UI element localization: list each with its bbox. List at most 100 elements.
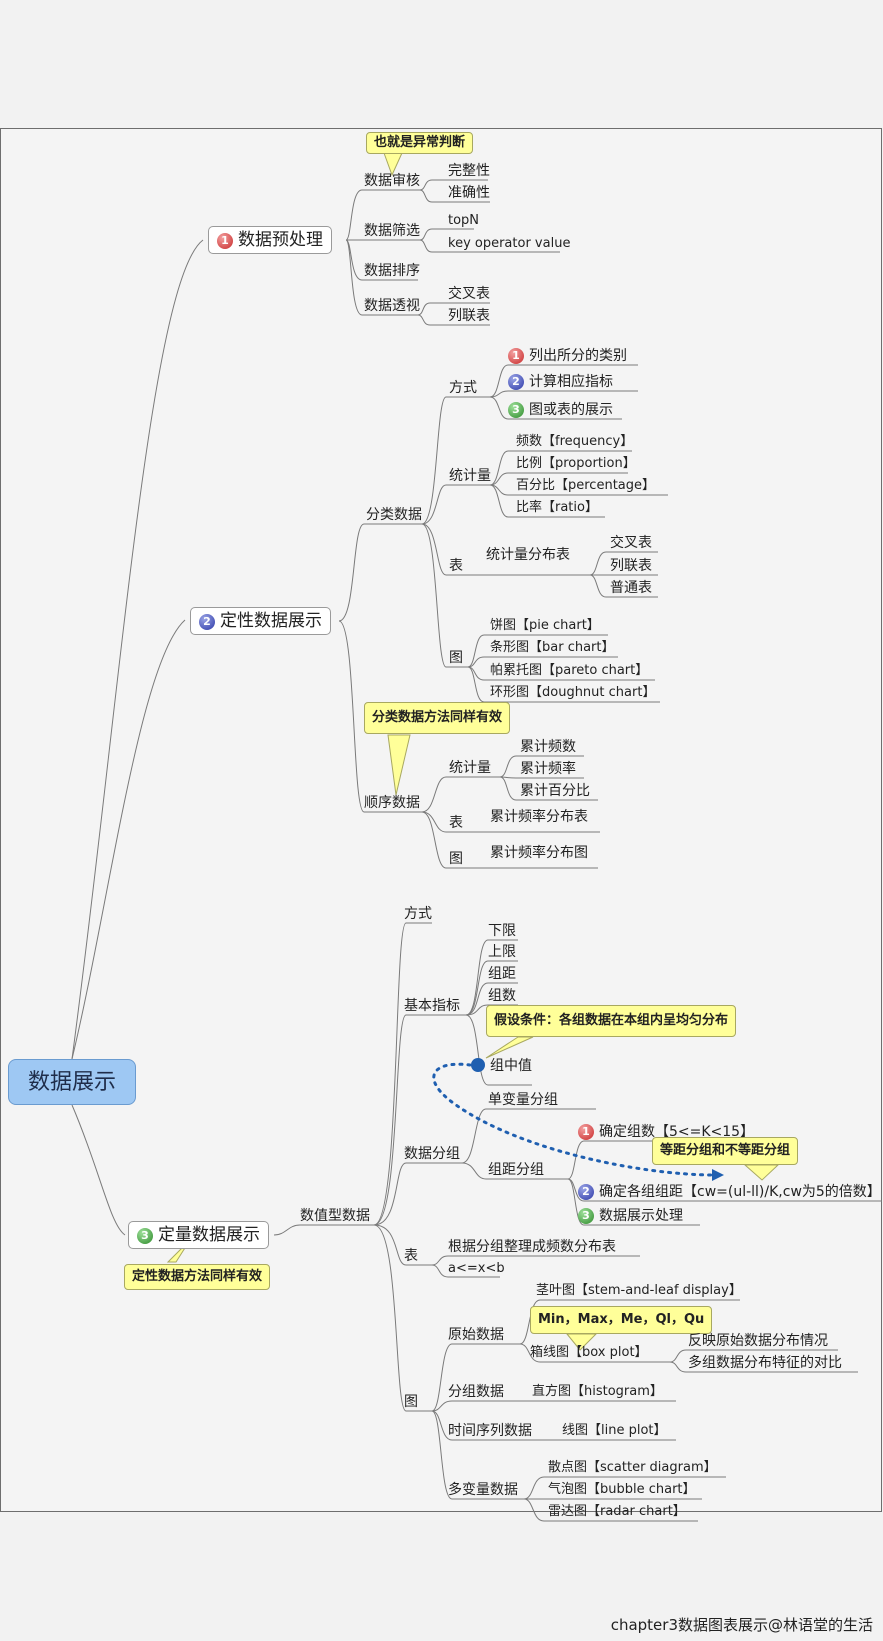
node-ordinal[interactable]: 顺序数据 — [364, 795, 420, 811]
branch-data-preprocessing[interactable]: 1 数据预处理 — [208, 226, 332, 254]
node-pareto-chart[interactable]: 帕累托图【pareto chart】 — [490, 663, 649, 678]
node-numeric-chart[interactable]: 图 — [404, 1394, 418, 1410]
node-topn[interactable]: topN — [448, 213, 480, 228]
node-audit[interactable]: 数据审核 — [364, 173, 420, 189]
node-bubble[interactable]: 气泡图【bubble chart】 — [548, 1482, 696, 1497]
node-doughnut-chart[interactable]: 环形图【doughnut chart】 — [490, 685, 656, 700]
node-crosstab[interactable]: 交叉表 — [448, 286, 490, 302]
node-categorical[interactable]: 分类数据 — [366, 507, 422, 523]
node-interval-rule[interactable]: a<=x<b — [448, 1261, 505, 1276]
node-raw-distribution[interactable]: 反映原始数据分布情况 — [688, 1333, 828, 1349]
node-proportion[interactable]: 比例【proportion】 — [516, 456, 636, 471]
node-box-plot[interactable]: 箱线图【box plot】 — [530, 1345, 648, 1360]
priority-3-icon: 3 — [578, 1208, 594, 1224]
node-step-1[interactable]: 1 确定组数【5<=K<15】 — [578, 1123, 754, 1141]
node-upper-limit[interactable]: 上限 — [488, 944, 516, 960]
node-ratio[interactable]: 比率【ratio】 — [516, 500, 598, 515]
branch-quantitative-display[interactable]: 3 定量数据展示 — [128, 1221, 269, 1249]
node-plain-table[interactable]: 普通表 — [610, 580, 652, 596]
node-ordinal-stats[interactable]: 统计量 — [449, 760, 491, 776]
node-method[interactable]: 方式 — [449, 380, 477, 396]
node-stats-table[interactable]: 统计量分布表 — [486, 547, 570, 563]
node-ordinal-chart[interactable]: 图 — [449, 851, 463, 867]
node-multivariate[interactable]: 多变量数据 — [448, 1482, 518, 1498]
node-bar-chart[interactable]: 条形图【bar chart】 — [490, 640, 615, 655]
node-numeric[interactable]: 数值型数据 — [300, 1208, 370, 1224]
node-contingency-2[interactable]: 列联表 — [610, 558, 652, 574]
label: 数据展示处理 — [599, 1208, 683, 1224]
node-percentage[interactable]: 百分比【percentage】 — [516, 478, 656, 493]
node-class-count[interactable]: 组数 — [488, 988, 516, 1004]
node-radar[interactable]: 雷达图【radar chart】 — [548, 1504, 686, 1519]
branch-title: 定性数据展示 — [220, 611, 322, 631]
label: 确定各组组距【cw=(ul-ll)/K,cw为5的倍数】 — [599, 1184, 881, 1200]
node-single-value-grouping[interactable]: 单变量分组 — [488, 1092, 558, 1108]
node-group-compare[interactable]: 多组数据分布特征的对比 — [688, 1355, 842, 1371]
node-raw-data[interactable]: 原始数据 — [448, 1327, 504, 1343]
node-lower-limit[interactable]: 下限 — [488, 923, 516, 939]
node-line-plot[interactable]: 线图【line plot】 — [562, 1423, 667, 1438]
node-sort[interactable]: 数据排序 — [364, 263, 420, 279]
node-cum-rate[interactable]: 累计频率 — [520, 761, 576, 777]
priority-2-icon: 2 — [578, 1184, 594, 1200]
priority-1-icon: 1 — [578, 1124, 594, 1140]
note-qualitative-valid: 定性数据方法同样有效 — [124, 1264, 271, 1290]
node-histogram[interactable]: 直方图【histogram】 — [532, 1384, 663, 1399]
node-ordinal-table[interactable]: 表 — [449, 815, 463, 831]
node-scatter[interactable]: 散点图【scatter diagram】 — [548, 1460, 717, 1475]
note-anomaly: 也就是异常判断 — [366, 132, 474, 154]
label: 列出所分的类别 — [529, 348, 627, 364]
node-accuracy[interactable]: 准确性 — [448, 185, 490, 201]
node-stats[interactable]: 统计量 — [449, 468, 491, 484]
node-step-2[interactable]: 2 确定各组组距【cw=(ul-ll)/K,cw为5的倍数】 — [578, 1183, 881, 1201]
node-chart[interactable]: 图 — [449, 650, 463, 666]
node-crosstab-2[interactable]: 交叉表 — [610, 535, 652, 551]
node-cum-percent[interactable]: 累计百分比 — [520, 783, 590, 799]
node-cum-frequency[interactable]: 累计频数 — [520, 739, 576, 755]
branch-title: 数据预处理 — [238, 230, 323, 250]
node-key-operator[interactable]: key operator value — [448, 236, 571, 251]
node-cum-rate-chart[interactable]: 累计频率分布图 — [490, 845, 588, 861]
node-pivot[interactable]: 数据透视 — [364, 298, 420, 314]
node-step-3[interactable]: 3 数据展示处理 — [578, 1207, 683, 1225]
priority-2-icon: 2 — [508, 374, 524, 390]
node-class-width[interactable]: 组距 — [488, 966, 516, 982]
node-grouping[interactable]: 数据分组 — [404, 1146, 460, 1162]
node-interval-grouping[interactable]: 组距分组 — [488, 1162, 544, 1178]
node-stem-leaf[interactable]: 茎叶图【stem-and-leaf display】 — [536, 1283, 742, 1298]
note-uniform-assumption: 假设条件：各组数据在本组内呈均匀分布 — [486, 1005, 737, 1037]
note-five-number: Min，Max，Me，Ql，Qu — [530, 1306, 713, 1334]
node-frequency-table[interactable]: 根据分组整理成频数分布表 — [448, 1239, 616, 1255]
node-grouped-data[interactable]: 分组数据 — [448, 1384, 504, 1400]
node-class-midpoint[interactable]: 组中值 — [490, 1058, 532, 1074]
priority-1-icon: 1 — [508, 348, 524, 364]
label: 确定组数【5<=K<15】 — [599, 1124, 755, 1140]
branch-qualitative-display[interactable]: 2 定性数据展示 — [190, 607, 331, 635]
node-filter[interactable]: 数据筛选 — [364, 223, 420, 239]
node-numeric-table[interactable]: 表 — [404, 1248, 418, 1264]
node-basic-indicators[interactable]: 基本指标 — [404, 998, 460, 1014]
label: 计算相应指标 — [529, 374, 613, 390]
node-method-3[interactable]: 3 图或表的展示 — [508, 401, 613, 419]
root-node[interactable]: 数据展示 — [8, 1059, 136, 1105]
footer-caption: chapter3数据图表展示@林语堂的生活 — [610, 1616, 873, 1634]
node-cum-rate-table[interactable]: 累计频率分布表 — [490, 809, 588, 825]
label: 图或表的展示 — [529, 402, 613, 418]
node-contingency[interactable]: 列联表 — [448, 308, 490, 324]
priority-3-icon: 3 — [508, 402, 524, 418]
node-method-2[interactable]: 2 计算相应指标 — [508, 373, 613, 391]
note-categorical-valid: 分类数据方法同样有效 — [364, 702, 511, 734]
node-time-series[interactable]: 时间序列数据 — [448, 1423, 532, 1439]
node-method-1[interactable]: 1 列出所分的类别 — [508, 347, 627, 365]
node-pie-chart[interactable]: 饼图【pie chart】 — [490, 618, 600, 633]
node-frequency[interactable]: 频数【frequency】 — [516, 434, 634, 449]
node-completeness[interactable]: 完整性 — [448, 163, 490, 179]
priority-3-icon: 3 — [137, 1228, 153, 1244]
priority-1-icon: 1 — [217, 233, 233, 249]
branch-title: 定量数据展示 — [158, 1225, 260, 1245]
node-table[interactable]: 表 — [449, 558, 463, 574]
priority-2-icon: 2 — [199, 614, 215, 630]
node-numeric-method[interactable]: 方式 — [404, 906, 432, 922]
note-equal-unequal: 等距分组和不等距分组 — [652, 1137, 799, 1165]
